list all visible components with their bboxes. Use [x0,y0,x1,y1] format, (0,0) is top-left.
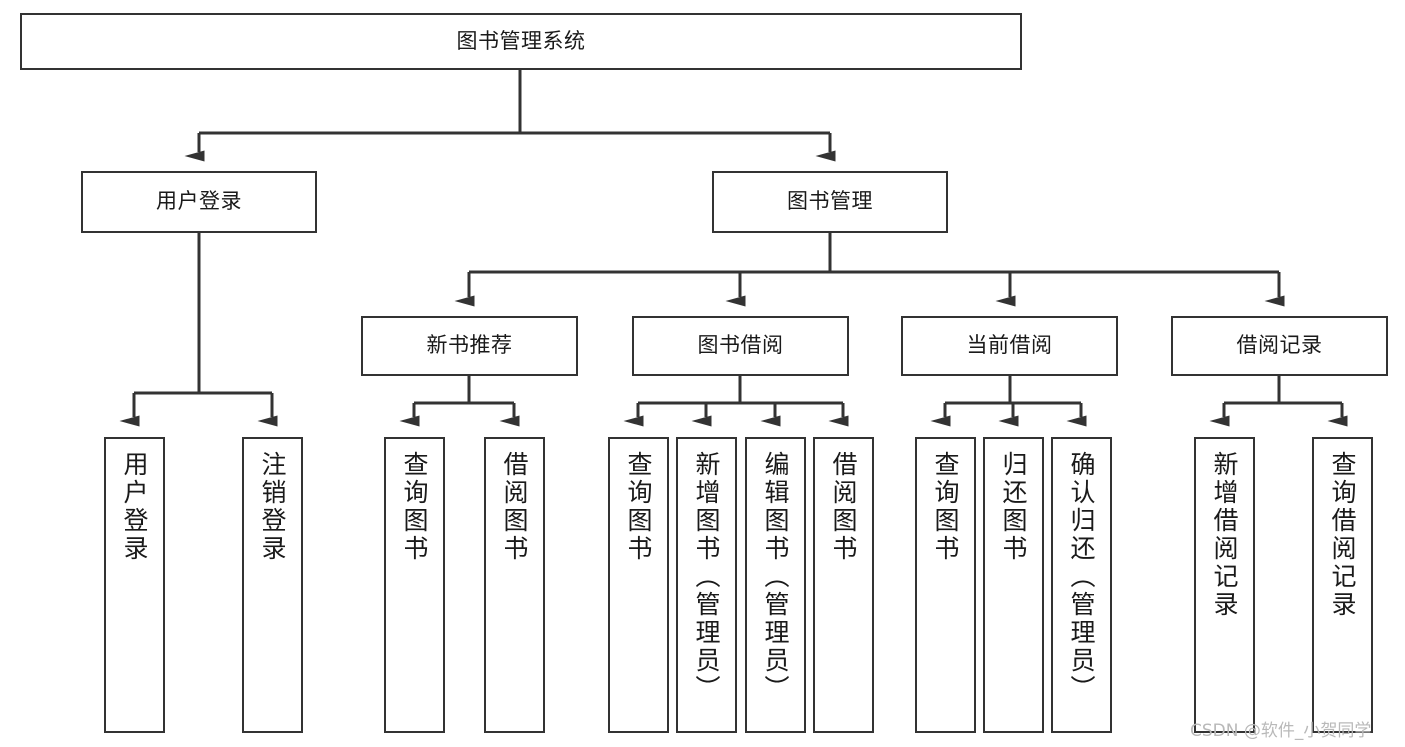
leaf-user-login[interactable]: 用户登录 [104,437,165,733]
node-label: 用户登录 [156,189,242,214]
leaf-add-book-admin[interactable]: 新增图书（管理员） [676,437,737,733]
leaf-query-book-current[interactable]: 查询图书 [915,437,976,733]
node-book-management[interactable]: 图书管理 [712,171,948,233]
node-label: 查询图书 [400,451,429,563]
leaf-confirm-return-admin[interactable]: 确认归还（管理员） [1051,437,1112,733]
node-root-book-management-system[interactable]: 图书管理系统 [20,13,1022,70]
node-label: 查询借阅记录 [1328,451,1357,619]
leaf-return-book[interactable]: 归还图书 [983,437,1044,733]
node-new-book-recommend[interactable]: 新书推荐 [361,316,578,376]
node-book-borrow[interactable]: 图书借阅 [632,316,849,376]
leaf-add-borrow-record[interactable]: 新增借阅记录 [1194,437,1255,733]
leaf-edit-book-admin[interactable]: 编辑图书（管理员） [745,437,806,733]
node-label: 图书管理 [787,189,873,214]
node-label: 借阅记录 [1236,333,1323,358]
node-label: 借阅图书 [500,451,529,563]
node-label: 新增借阅记录 [1210,451,1239,619]
node-label: 查询图书 [624,451,653,563]
node-label: 注销登录 [258,451,287,563]
leaf-borrow-book[interactable]: 借阅图书 [813,437,874,733]
node-label: 确认归还（管理员） [1067,451,1096,703]
node-borrow-record[interactable]: 借阅记录 [1171,316,1388,376]
node-label: 借阅图书 [829,451,858,563]
node-label: 编辑图书（管理员） [761,451,790,703]
node-label: 当前借阅 [966,333,1053,358]
node-label: 图书借阅 [697,333,784,358]
leaf-user-logout[interactable]: 注销登录 [242,437,303,733]
leaf-query-book-recommend[interactable]: 查询图书 [384,437,445,733]
node-label: 图书管理系统 [456,28,586,53]
node-label: 用户登录 [120,451,149,563]
leaf-query-borrow-record[interactable]: 查询借阅记录 [1312,437,1373,733]
node-label: 查询图书 [931,451,960,563]
node-user-login[interactable]: 用户登录 [81,171,317,233]
node-current-borrow[interactable]: 当前借阅 [901,316,1118,376]
leaf-borrow-book-recommend[interactable]: 借阅图书 [484,437,545,733]
csdn-watermark: CSDN @软件_小贺同学 [1190,721,1372,741]
node-label: 新增图书（管理员） [692,451,721,703]
node-label: 新书推荐 [426,333,513,358]
node-label: 归还图书 [999,451,1028,563]
leaf-query-book-borrow[interactable]: 查询图书 [608,437,669,733]
